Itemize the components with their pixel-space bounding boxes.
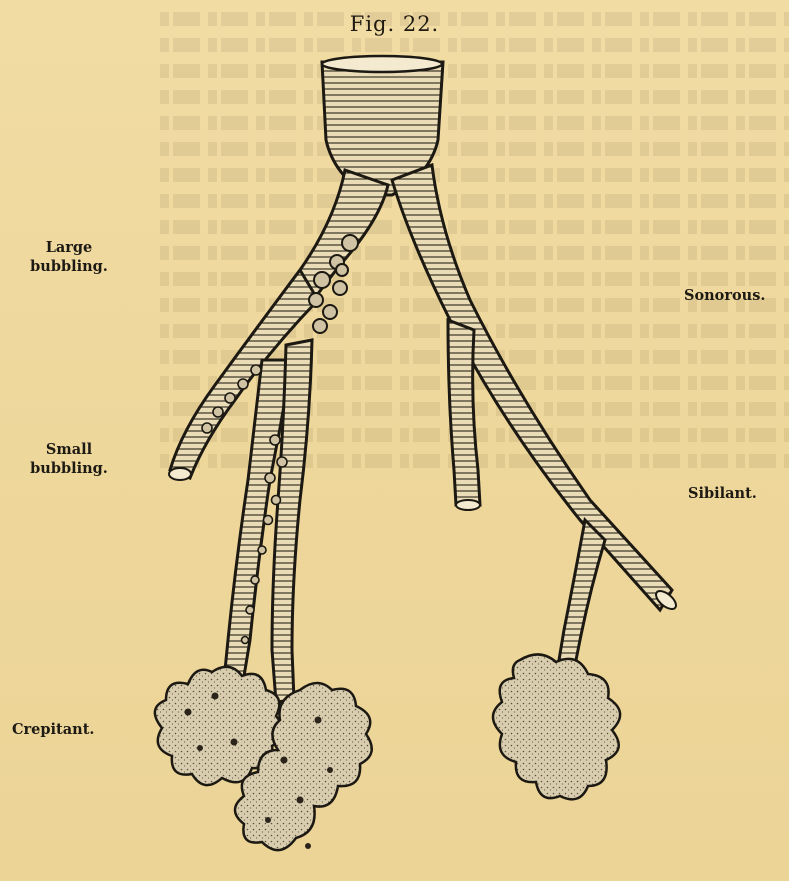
right-lower-branch (556, 520, 605, 680)
alveolar-cluster-right (493, 654, 620, 799)
right-main-bronchus (392, 165, 679, 612)
label-sibilant: Sibilant. (688, 484, 788, 503)
label-sonorous: Sonorous. (684, 286, 789, 305)
label-crepitant: Crepitant. (12, 720, 122, 739)
